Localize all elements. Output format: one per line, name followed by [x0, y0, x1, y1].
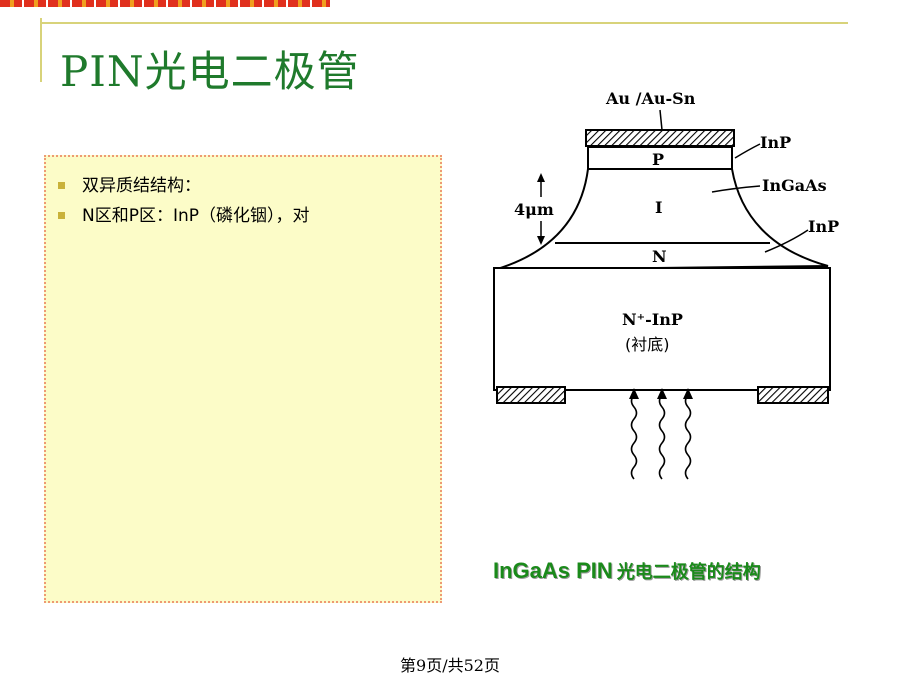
- label-contact-top: Au /Au-Sn: [605, 89, 696, 108]
- leader-line: [659, 109, 663, 131]
- bullet-text: 双异质结结构：: [82, 176, 201, 196]
- incident-light-wave: [630, 394, 638, 480]
- substrate: [493, 267, 831, 391]
- top-banner-decoration: [0, 0, 330, 7]
- page-number: 第9页/共52页: [400, 656, 500, 675]
- label-ingaas: InGaAs: [762, 176, 827, 195]
- caption-english: InGaAs PIN: [493, 558, 613, 583]
- label-thickness: 4μm: [514, 200, 554, 219]
- incident-light-arrow-head: [629, 388, 639, 399]
- bottom-contact-right: [757, 386, 829, 404]
- label-substrate: N⁺-InP: [622, 310, 683, 329]
- top-contact: [585, 129, 735, 147]
- leader-line: [734, 143, 761, 159]
- pin-photodiode-diagram: Au /Au-Sn P I N InP InGaAs InP 4μm N⁺-In…: [493, 89, 839, 480]
- label-i-layer: I: [655, 198, 662, 217]
- leader-line: [764, 229, 809, 253]
- content-box: 双异质结结构： N区和P区：InP（磷化铟），对: [44, 155, 442, 603]
- label-inp-mid: InP: [808, 217, 839, 236]
- incident-light-arrow-head: [683, 388, 693, 399]
- label-substrate-note: (衬底): [625, 335, 670, 354]
- title-rule-vertical: [40, 18, 42, 82]
- bullet-list: 双异质结结构： N区和P区：InP（磷化铟），对: [46, 171, 440, 231]
- bottom-contact-left: [496, 386, 566, 404]
- incident-light-wave: [684, 394, 692, 480]
- caption-chinese: 光电二极管的结构: [616, 562, 761, 583]
- slide-title: PIN光电二极管: [60, 47, 360, 96]
- bullet-item: N区和P区：InP（磷化铟），对: [56, 201, 440, 231]
- bullet-item: 双异质结结构：: [56, 171, 440, 201]
- bullet-text: N区和P区：InP（磷化铟），对: [82, 206, 310, 226]
- square-bullet-icon: [58, 182, 65, 189]
- mesa-body: [493, 168, 829, 271]
- thickness-arrow-head: [537, 173, 545, 182]
- label-inp-top: InP: [760, 133, 791, 152]
- label-n-layer: N: [652, 247, 667, 266]
- incident-light-arrow-head: [657, 388, 667, 399]
- leader-line: [711, 185, 761, 193]
- thickness-arrow-head: [537, 236, 545, 245]
- square-bullet-icon: [58, 212, 65, 219]
- incident-light-wave: [658, 394, 666, 480]
- label-p-layer: P: [652, 150, 664, 169]
- title-rule-horizontal: [40, 22, 848, 24]
